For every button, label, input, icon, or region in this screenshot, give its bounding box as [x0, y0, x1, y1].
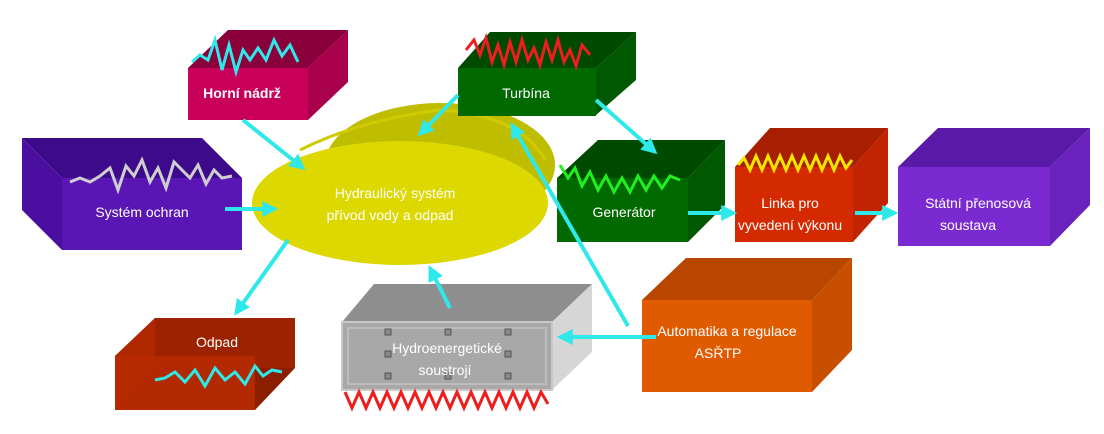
- generator-node: Generátor: [557, 140, 725, 242]
- power-line-label-1: Linka pro: [761, 195, 819, 211]
- arrow-turbine-to-hydraulic: [417, 93, 460, 137]
- automation-node: Automatika a regulace ASŘTP: [642, 258, 852, 392]
- arrow-turbine-to-generator: [594, 98, 658, 155]
- generator-label: Generátor: [592, 204, 655, 220]
- national-grid-node: Státní přenosová soustava: [898, 128, 1090, 246]
- selection-handles: [384, 328, 512, 380]
- hydro-unit-label-2: soustrojí: [419, 362, 472, 378]
- hydro-unit-label-1: Hydroenergetické: [392, 340, 502, 356]
- arrow-reservoir-to-hydraulic: [241, 118, 306, 170]
- automation-label-2: ASŘTP: [695, 345, 742, 361]
- upper-reservoir-node: Horní nádrž: [188, 30, 348, 120]
- power-line-node: Linka pro vyvedení výkonu: [735, 128, 888, 242]
- waste-node: Odpad: [115, 318, 295, 410]
- national-grid-label-1: Státní přenosová: [925, 195, 1031, 211]
- power-line-label-2: vyvedení výkonu: [738, 217, 842, 233]
- waste-label: Odpad: [196, 334, 238, 350]
- arrow-unit-to-hydraulic: [428, 265, 452, 309]
- turbine-node: Turbína: [458, 32, 636, 116]
- hydraulic-system-label-1: Hydraulický systém: [335, 185, 456, 201]
- arrow-hydraulic-to-waste: [234, 238, 290, 316]
- hydraulic-system-label-2: přívod vody a odpad: [327, 207, 454, 223]
- national-grid-label-2: soustava: [940, 217, 996, 233]
- arrow-automation-to-turbine: [510, 122, 630, 327]
- hydro-unit-node: Hydroenergetické soustrojí: [341, 284, 592, 412]
- hydraulic-system-node: Hydraulický systém přívod vody a odpad: [252, 103, 555, 265]
- upper-reservoir-label: Horní nádrž: [203, 85, 281, 101]
- connectors: [225, 93, 899, 345]
- automation-label-1: Automatika a regulace: [657, 323, 797, 339]
- protection-system-node: Systém ochran: [22, 138, 242, 250]
- turbine-label: Turbína: [502, 85, 550, 101]
- protection-system-label: Systém ochran: [95, 204, 188, 220]
